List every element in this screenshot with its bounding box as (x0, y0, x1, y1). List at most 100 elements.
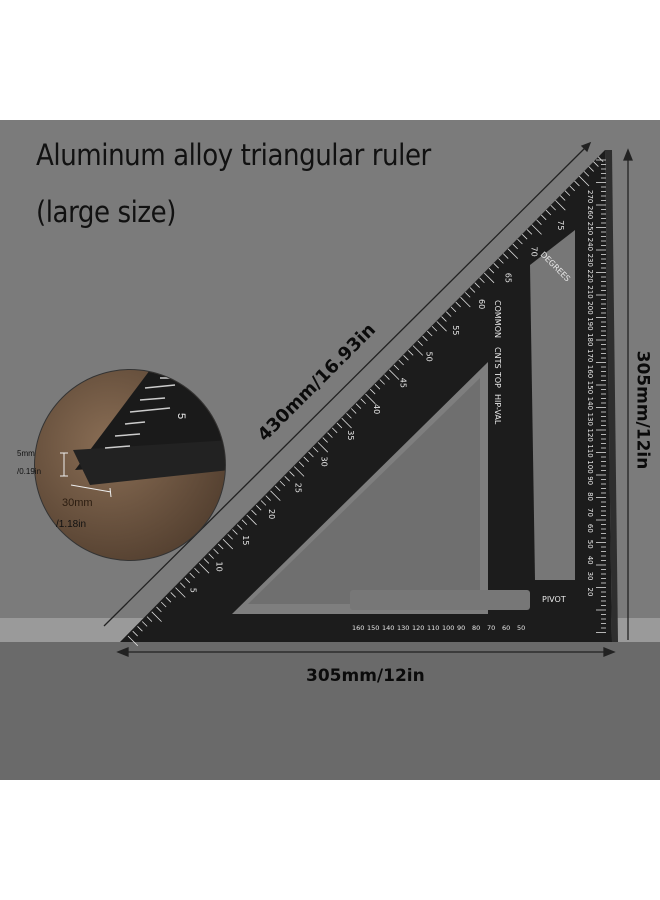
right-scale-label: 210 (586, 285, 594, 298)
hypotenuse-scale-label: 55 (451, 325, 460, 335)
right-scale-label: 160 (586, 365, 594, 378)
tick-mark (464, 292, 471, 298)
tick-mark (331, 427, 338, 434)
tick-mark (526, 229, 533, 235)
tick-mark (574, 180, 580, 187)
tick-mark (479, 277, 485, 284)
tick-mark (507, 248, 519, 259)
hypotenuse-scale-label: 75 (556, 220, 565, 230)
tick-mark (445, 311, 452, 317)
tick-mark (127, 635, 139, 647)
tick-mark (317, 442, 329, 453)
tick-mark (217, 543, 224, 550)
hypotenuse-scale-label: 20 (267, 509, 276, 519)
hypotenuse-scale-label: 50 (425, 352, 434, 362)
tick-mark (170, 592, 176, 598)
tick-mark (559, 195, 566, 201)
tick-mark (289, 471, 295, 477)
tick-mark (441, 316, 447, 322)
tick-mark (227, 534, 233, 540)
tick-mark (208, 553, 214, 559)
right-scale-label: 60 (586, 524, 594, 533)
tick-mark (298, 461, 305, 467)
tick-mark (422, 335, 428, 342)
right-scale-label: 100 (586, 460, 594, 473)
title-line-1: Aluminum alloy triangular ruler (36, 138, 431, 172)
right-scale-label: 170 (586, 349, 594, 362)
tick-mark (536, 219, 542, 225)
tick-mark (346, 413, 352, 419)
hypotenuse-scale-label: 40 (372, 404, 381, 414)
right-scale-label: 150 (586, 381, 594, 394)
tick-mark (569, 185, 575, 192)
right-scale-label: 50 (586, 540, 594, 549)
right-scale-label: 220 (586, 270, 594, 283)
right-scale-label: 270 (586, 190, 594, 203)
tick-mark (175, 587, 186, 598)
tick-mark (388, 369, 400, 380)
tick-mark (156, 606, 162, 613)
tick-mark (403, 354, 409, 361)
ruler-label-common: COMMON (493, 300, 502, 338)
tick-mark (531, 224, 542, 235)
tick-mark (593, 161, 599, 167)
tick-mark (412, 345, 424, 356)
bottom-slot (350, 590, 530, 610)
right-scale-label: 140 (586, 397, 594, 410)
bottom-scale-label: 50 (517, 624, 525, 632)
tick-mark (308, 451, 314, 458)
tick-mark (460, 296, 471, 308)
tick-mark (260, 500, 267, 506)
width-mm-label: 30mm (62, 497, 93, 509)
right-scale-label: 180 (586, 333, 594, 346)
tick-mark (270, 490, 281, 501)
ruler-label-top: TOP (493, 371, 502, 388)
height-dimension: 305mm/12in (632, 350, 653, 470)
tick-mark (502, 253, 509, 259)
tick-mark (251, 509, 257, 516)
tick-mark (236, 524, 243, 530)
tick-mark (597, 156, 604, 163)
tick-mark (194, 567, 200, 574)
tick-mark (213, 548, 219, 555)
bottom-scale-label: 100 (442, 624, 454, 632)
tick-mark (279, 480, 286, 487)
right-scale-label: 90 (586, 476, 594, 485)
hypotenuse-scale-label: 10 (215, 562, 224, 572)
hypotenuse-scale-label: 70 (530, 247, 539, 257)
tick-mark (336, 422, 343, 429)
right-scale-label: 250 (586, 222, 594, 235)
bottom-scale-label: 150 (367, 624, 379, 632)
right-scale-label: 130 (586, 413, 594, 426)
tick-mark (517, 238, 523, 245)
tick-mark (379, 379, 385, 385)
bottom-scale-label: 60 (502, 624, 510, 632)
thickness-in-label: /0.19in (17, 467, 41, 476)
title-line-2: (large size) (36, 195, 177, 229)
bottom-scale-label: 140 (382, 624, 394, 632)
tick-mark (322, 437, 328, 443)
hypotenuse-scale-label: 30 (320, 457, 329, 467)
bottom-scale-label: 90 (457, 624, 465, 632)
tick-mark (293, 466, 305, 477)
thickness-mm-label: 5mm (17, 449, 35, 458)
tick-mark (365, 393, 376, 405)
tick-mark (132, 630, 138, 637)
tick-mark (189, 572, 195, 579)
tick-mark (474, 282, 480, 288)
ruler-label-hip-val: HIP-VAL (493, 394, 502, 425)
tick-mark (450, 306, 457, 313)
dimension-arrows (103, 141, 633, 657)
tick-mark (483, 272, 495, 284)
tick-mark (341, 417, 352, 429)
tick-mark (398, 359, 404, 366)
right-scale-label: 110 (586, 444, 594, 457)
right-scale-label: 260 (586, 206, 594, 219)
tick-mark (141, 621, 148, 627)
tick-mark (488, 267, 495, 274)
tick-mark (564, 190, 571, 196)
triangle-ruler: 2702602502402302202102001901801701601501… (120, 150, 618, 647)
right-scale-label: 80 (586, 492, 594, 501)
hypotenuse-scale-label: 60 (477, 299, 486, 309)
